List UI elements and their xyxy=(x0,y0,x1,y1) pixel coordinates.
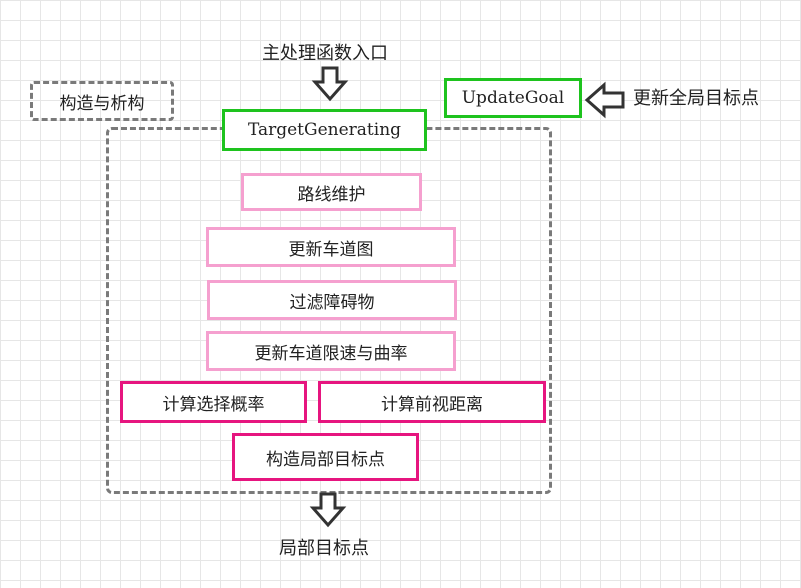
update-lane-graph-box[interactable]: 更新车道图 xyxy=(206,227,456,267)
main-entry-label: 主处理函数入口 xyxy=(262,43,388,64)
target-generating-label: TargetGenerating xyxy=(247,120,402,140)
route-maintenance-label: 路线维护 xyxy=(297,184,366,205)
compute-probability-label: 计算选择概率 xyxy=(162,394,265,415)
target-generating-box[interactable]: TargetGenerating xyxy=(222,109,427,151)
local-goal-output-label: 局部目标点 xyxy=(279,538,369,559)
compute-probability-box[interactable]: 计算选择概率 xyxy=(120,381,307,423)
update-goal-box[interactable]: UpdateGoal xyxy=(444,78,582,118)
build-local-goal-box[interactable]: 构造局部目标点 xyxy=(232,433,419,481)
build-local-goal-label: 构造局部目标点 xyxy=(266,449,385,470)
update-goal-label: UpdateGoal xyxy=(461,88,565,108)
arrow-down-icon xyxy=(309,492,347,528)
update-lane-limits-box[interactable]: 更新车道限速与曲率 xyxy=(206,331,456,371)
update-global-goal-label: 更新全局目标点 xyxy=(633,88,759,109)
route-maintenance-box[interactable]: 路线维护 xyxy=(241,173,422,211)
constructor-destructor-label: 构造与析构 xyxy=(59,93,145,114)
filter-obstacles-label: 过滤障碍物 xyxy=(289,292,375,313)
filter-obstacles-box[interactable]: 过滤障碍物 xyxy=(207,280,457,320)
compute-lookahead-box[interactable]: 计算前视距离 xyxy=(318,381,546,423)
update-lane-limits-label: 更新车道限速与曲率 xyxy=(254,343,408,364)
arrow-left-icon xyxy=(584,81,625,119)
constructor-destructor-box[interactable]: 构造与析构 xyxy=(30,81,174,121)
arrow-down-icon xyxy=(311,66,349,102)
update-lane-graph-label: 更新车道图 xyxy=(288,239,374,260)
compute-lookahead-label: 计算前视距离 xyxy=(381,394,483,415)
